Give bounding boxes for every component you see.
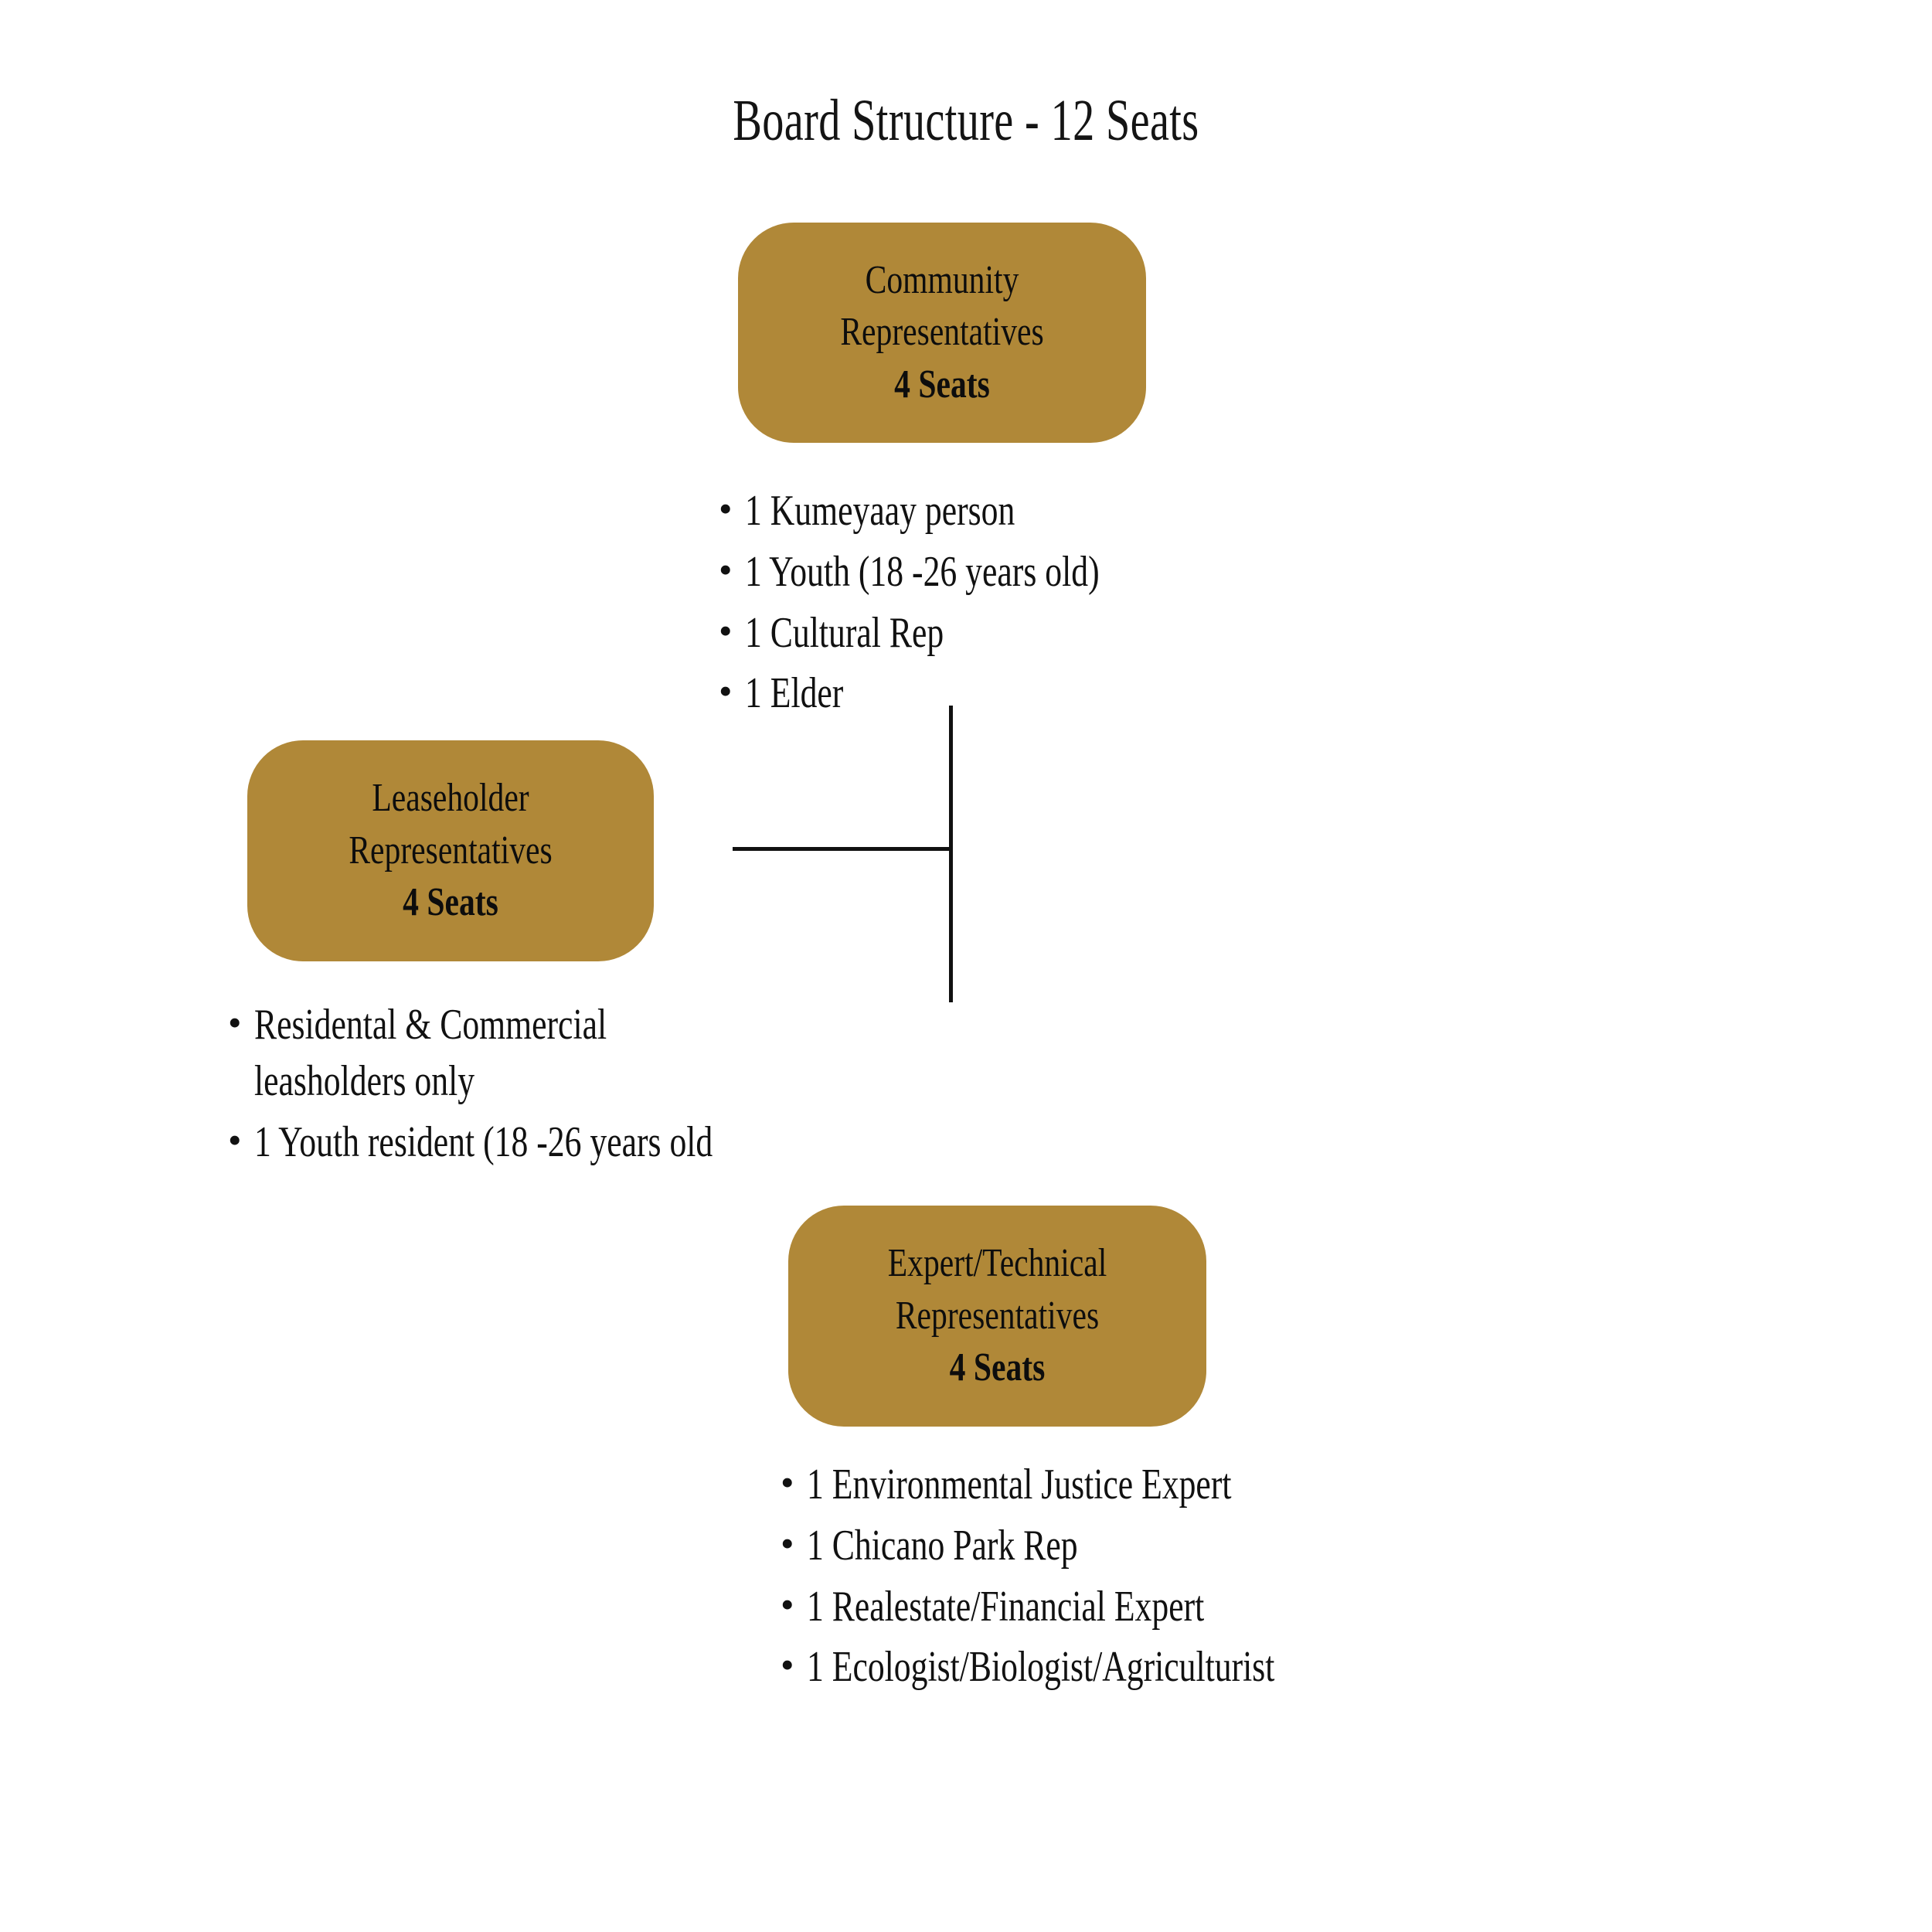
list-leaseholder-seats: Residental & Commercial leasholders only…: [228, 997, 985, 1175]
connector-vertical-line: [949, 706, 953, 1002]
list-item-text: 1 Environmental Justice Expert: [807, 1461, 1232, 1509]
node-community-representatives[interactable]: Community Representatives 4 Seats: [738, 223, 1146, 443]
list-item-text: 1 Cultural Rep: [745, 608, 944, 657]
connector-horizontal-line: [733, 847, 953, 851]
node-leaseholder-seats: 4 Seats: [403, 880, 498, 925]
node-expert-line1: Expert/Technical: [887, 1241, 1107, 1286]
list-item: 1 Environmental Justice Expert: [781, 1457, 1553, 1513]
list-item-text-line1: Residental & Commercial: [254, 1001, 607, 1049]
list-item-text: 1 Chicano Park Rep: [807, 1521, 1078, 1570]
list-item: 1 Youth (18 -26 years old): [719, 544, 1414, 600]
list-item: 1 Cultural Rep: [719, 605, 1414, 662]
node-expert-seats: 4 Seats: [949, 1345, 1046, 1390]
list-community-seats: 1 Kumeyaay person 1 Youth (18 -26 years …: [719, 483, 1414, 726]
list-item-text: Residental & Commercial leasholders only: [254, 997, 825, 1110]
node-leaseholder-line1: Leaseholder: [372, 776, 529, 821]
page-title: Board Structure - 12 Seats: [733, 88, 1199, 153]
list-item-text: 1 Youth resident (18 -26 years old: [254, 1117, 713, 1166]
list-item: 1 Ecologist/Biologist/Agriculturist: [781, 1639, 1553, 1696]
list-item: Residental & Commercial leasholders only: [228, 997, 985, 1110]
list-item-text: 1 Youth (18 -26 years old): [745, 547, 1100, 596]
list-item-text: 1 Realestate/Financial Expert: [807, 1582, 1205, 1631]
list-item: 1 Youth resident (18 -26 years old: [228, 1114, 985, 1171]
node-leaseholder-representatives[interactable]: Leaseholder Representatives 4 Seats: [247, 740, 654, 961]
node-expert-technical-representatives[interactable]: Expert/Technical Representatives 4 Seats: [788, 1206, 1206, 1427]
list-item-text-line2: leasholders only: [254, 1056, 475, 1105]
list-expert-seats: 1 Environmental Justice Expert 1 Chicano…: [781, 1457, 1553, 1700]
list-item: 1 Elder: [719, 665, 1414, 722]
node-expert-line2: Representatives: [895, 1293, 1100, 1338]
list-item: 1 Realestate/Financial Expert: [781, 1579, 1553, 1635]
list-item-text: 1 Ecologist/Biologist/Agriculturist: [807, 1643, 1275, 1692]
list-item: 1 Chicano Park Rep: [781, 1518, 1553, 1574]
list-item-text: 1 Elder: [745, 669, 844, 718]
node-community-line2: Representatives: [840, 310, 1044, 355]
list-item-text: 1 Kumeyaay person: [745, 487, 1015, 535]
node-community-line1: Community: [865, 257, 1019, 302]
list-item: 1 Kumeyaay person: [719, 483, 1414, 539]
node-community-seats: 4 Seats: [894, 362, 990, 406]
node-leaseholder-line2: Representatives: [349, 828, 553, 872]
